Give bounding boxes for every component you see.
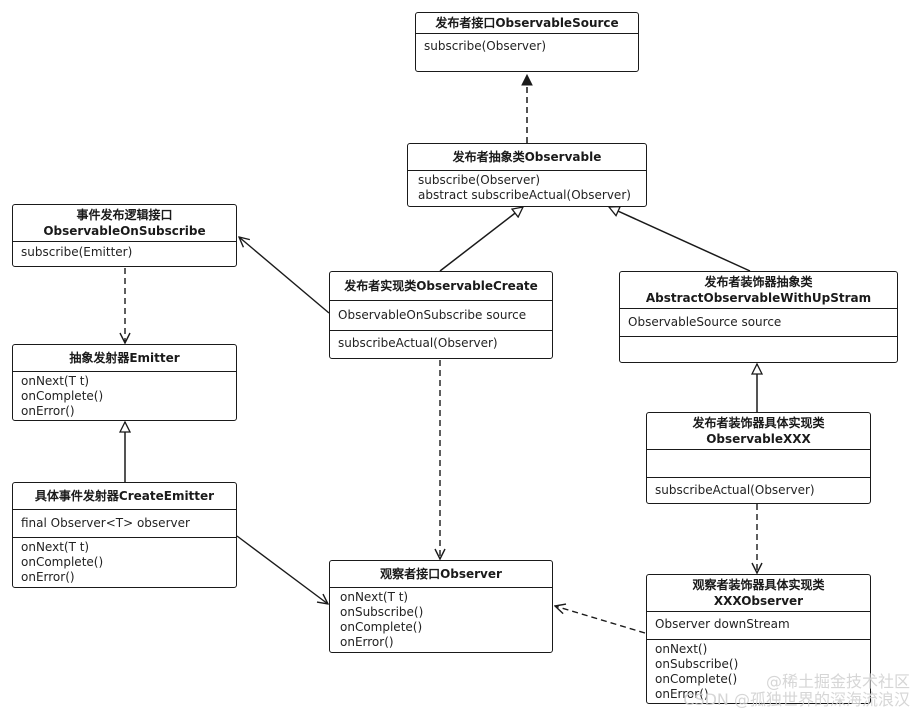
class-title: 发布者装饰器具体实现类 ObservableXXX [692, 416, 825, 446]
class-observable-on-subscribe: 事件发布逻辑接口 ObservableOnSubscribe subscribe… [12, 204, 237, 267]
class-member: onError() [21, 570, 75, 584]
class-title: 事件发布逻辑接口 ObservableOnSubscribe [43, 208, 206, 238]
link-upstream-extends-observable [609, 207, 751, 272]
class-section: subscribeActual(Observer) [330, 330, 552, 353]
class-member: onError() [655, 687, 709, 701]
class-member: abstract subscribeActual(Observer) [418, 188, 631, 202]
class-member: onSubscribe() [655, 657, 739, 671]
class-member: onComplete() [340, 620, 423, 634]
class-title: 发布者抽象类Observable [452, 150, 602, 164]
class-member: onNext(T t) [21, 374, 90, 388]
class-title: 发布者实现类ObservableCreate [344, 279, 538, 293]
class-member: subscribe(Emitter) [21, 245, 133, 259]
class-member: subscribeActual(Observer) [655, 483, 815, 497]
class-member: Observer downStream [655, 617, 790, 631]
link-xxxobserver-depends-observer [555, 606, 646, 634]
watermark-text: @稀土掘金技术社区 [765, 672, 910, 691]
class-section [620, 336, 897, 362]
class-title: 发布者接口ObservableSource [435, 16, 619, 30]
class-xxx-observer: 观察者装饰器具体实现类 XXXObserver Observer downStr… [646, 574, 871, 704]
class-create-emitter: 具体事件发射器CreateEmitter final Observer<T> o… [12, 482, 237, 588]
class-member: subscribe(Observer) [418, 173, 541, 187]
class-member: subscribeActual(Observer) [338, 336, 498, 350]
class-section: onNext() onSubscribe() onComplete() onEr… [647, 639, 870, 704]
class-member: onComplete() [655, 672, 738, 686]
class-title: 具体事件发射器CreateEmitter [34, 489, 215, 503]
class-member: subscribe(Observer) [424, 39, 547, 53]
class-section: subscribe(Observer) [416, 33, 638, 56]
class-section: subscribe(Observer) abstract subscribeAc… [408, 170, 646, 205]
class-member: onNext(T t) [340, 590, 409, 604]
link-create-uses-onsubscribe [239, 237, 330, 314]
class-observable-create: 发布者实现类ObservableCreate ObservableOnSubsc… [329, 271, 553, 359]
class-member: onComplete() [21, 389, 104, 403]
class-section: onNext(T t) onComplete() onError() [13, 537, 236, 587]
class-member: onComplete() [21, 555, 104, 569]
class-observer: 观察者接口Observer onNext(T t) onSubscribe() … [329, 560, 553, 653]
class-section: subscribeActual(Observer) [647, 477, 870, 500]
link-create-extends-observable [439, 207, 523, 272]
class-observable-source: 发布者接口ObservableSource subscribe(Observer… [415, 12, 639, 72]
class-section: onNext(T t) onSubscribe() onComplete() o… [330, 587, 552, 652]
class-member: final Observer<T> observer [21, 516, 190, 530]
class-section: ObservableOnSubscribe source [330, 300, 552, 330]
class-member: ObservableOnSubscribe source [338, 308, 527, 322]
class-section: ObservableSource source [620, 308, 897, 336]
class-member: onNext() [655, 642, 708, 656]
class-member: onNext(T t) [21, 540, 90, 554]
class-title: 发布者装饰器抽象类 AbstractObservableWithUpStram [645, 275, 872, 305]
class-section: Observer downStream [647, 611, 870, 639]
class-abstract-observable-with-upstream: 发布者装饰器抽象类 AbstractObservableWithUpStram … [619, 271, 898, 363]
class-section: final Observer<T> observer [13, 509, 236, 537]
class-title: 抽象发射器Emitter [69, 351, 180, 365]
class-member: ObservableSource source [628, 315, 782, 329]
class-section: subscribe(Emitter) [13, 241, 236, 262]
link-createemitter-uses-observer [236, 535, 328, 604]
class-title: 观察者装饰器具体实现类 XXXObserver [692, 578, 825, 608]
class-member: onError() [21, 404, 75, 418]
class-section: onNext(T t) onComplete() onError() [13, 371, 236, 421]
class-observable: 发布者抽象类Observable subscribe(Observer) abs… [407, 143, 647, 207]
class-observable-xxx: 发布者装饰器具体实现类 ObservableXXX subscribeActua… [646, 412, 871, 504]
class-member: onSubscribe() [340, 605, 424, 619]
watermark-text: CSDN @孤独世界的深海流浪汉 [683, 690, 910, 709]
class-emitter: 抽象发射器Emitter onNext(T t) onComplete() on… [12, 344, 237, 421]
class-title: 观察者接口Observer [380, 567, 502, 581]
class-member: onError() [340, 635, 394, 649]
class-section [647, 449, 870, 477]
